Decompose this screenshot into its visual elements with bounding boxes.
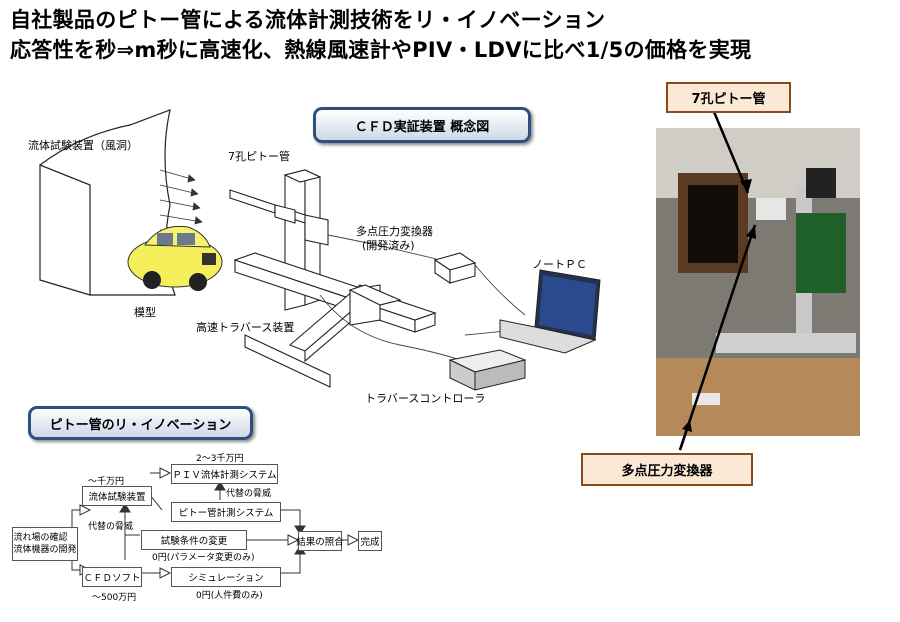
flow-box-condition-change: 試験条件の変更 <box>141 530 247 550</box>
flow-box-cfd: ＣＦＤソフト <box>82 567 142 587</box>
converter-illustration <box>433 252 477 285</box>
label-laptop: ノートＰＣ <box>532 258 587 271</box>
flow-box-development: 流れ場の確認 流体機器の開発 <box>12 527 78 561</box>
controller-illustration <box>448 349 527 391</box>
callout-converter: 多点圧力変換器 <box>581 453 753 486</box>
flow-box-pitot-system: ピトー管計測システム <box>171 502 281 522</box>
headline-line-1: 自社製品のピトー管による流体計測技術をリ・イノベーション <box>10 8 606 32</box>
photo-apparatus <box>656 128 860 436</box>
threat-left: 代替の脅威 <box>88 522 134 532</box>
headline-line-2: 応答性を秒⇒m秒に高速化、熱線風速計やPIV・LDVに比べ1/5の価格を実現 <box>10 38 752 62</box>
laptop-illustration <box>499 269 601 354</box>
flow-box-wind-tunnel: 流体試験装置 <box>82 486 152 506</box>
flow-box-result: 結果の照合 <box>296 531 344 551</box>
concept-drawing <box>38 109 601 391</box>
concept-title: ＣＦＤ実証装置 概念図 <box>313 107 531 143</box>
label-wind-tunnel: 流体試験装置（風洞） <box>28 139 138 152</box>
cost-piv: 2〜3千万円 <box>196 454 244 464</box>
flow-box-simulation: シミュレーション <box>171 567 281 587</box>
flow-box-piv: ＰＩＶ流体計測システム <box>171 464 278 484</box>
cost-labor: 0円(人件費のみ) <box>196 591 263 601</box>
cost-cfd: 〜500万円 <box>92 593 137 603</box>
innovation-title: ピトー管のリ・イノベーション <box>28 406 253 440</box>
car-model-illustration <box>127 225 223 291</box>
cost-wind-tunnel: 〜千万円 <box>88 477 125 487</box>
callout-pitot: 7孔ピトー管 <box>666 82 791 113</box>
threat-top: 代替の脅威 <box>226 489 272 499</box>
label-converter-note: (開発済み) <box>362 239 415 252</box>
cost-param: 0円(パラメータ変更のみ) <box>152 553 255 563</box>
label-pitot: 7孔ピトー管 <box>228 150 290 163</box>
flow-box-done: 完成 <box>358 531 382 551</box>
label-converter: 多点圧力変換器 <box>356 225 433 238</box>
label-controller: トラバースコントローラ <box>365 392 486 405</box>
callout-arrows <box>678 106 757 451</box>
label-model: 模型 <box>134 306 156 319</box>
traverse-frame <box>229 169 437 388</box>
label-traverse: 高速トラバース装置 <box>196 321 295 334</box>
